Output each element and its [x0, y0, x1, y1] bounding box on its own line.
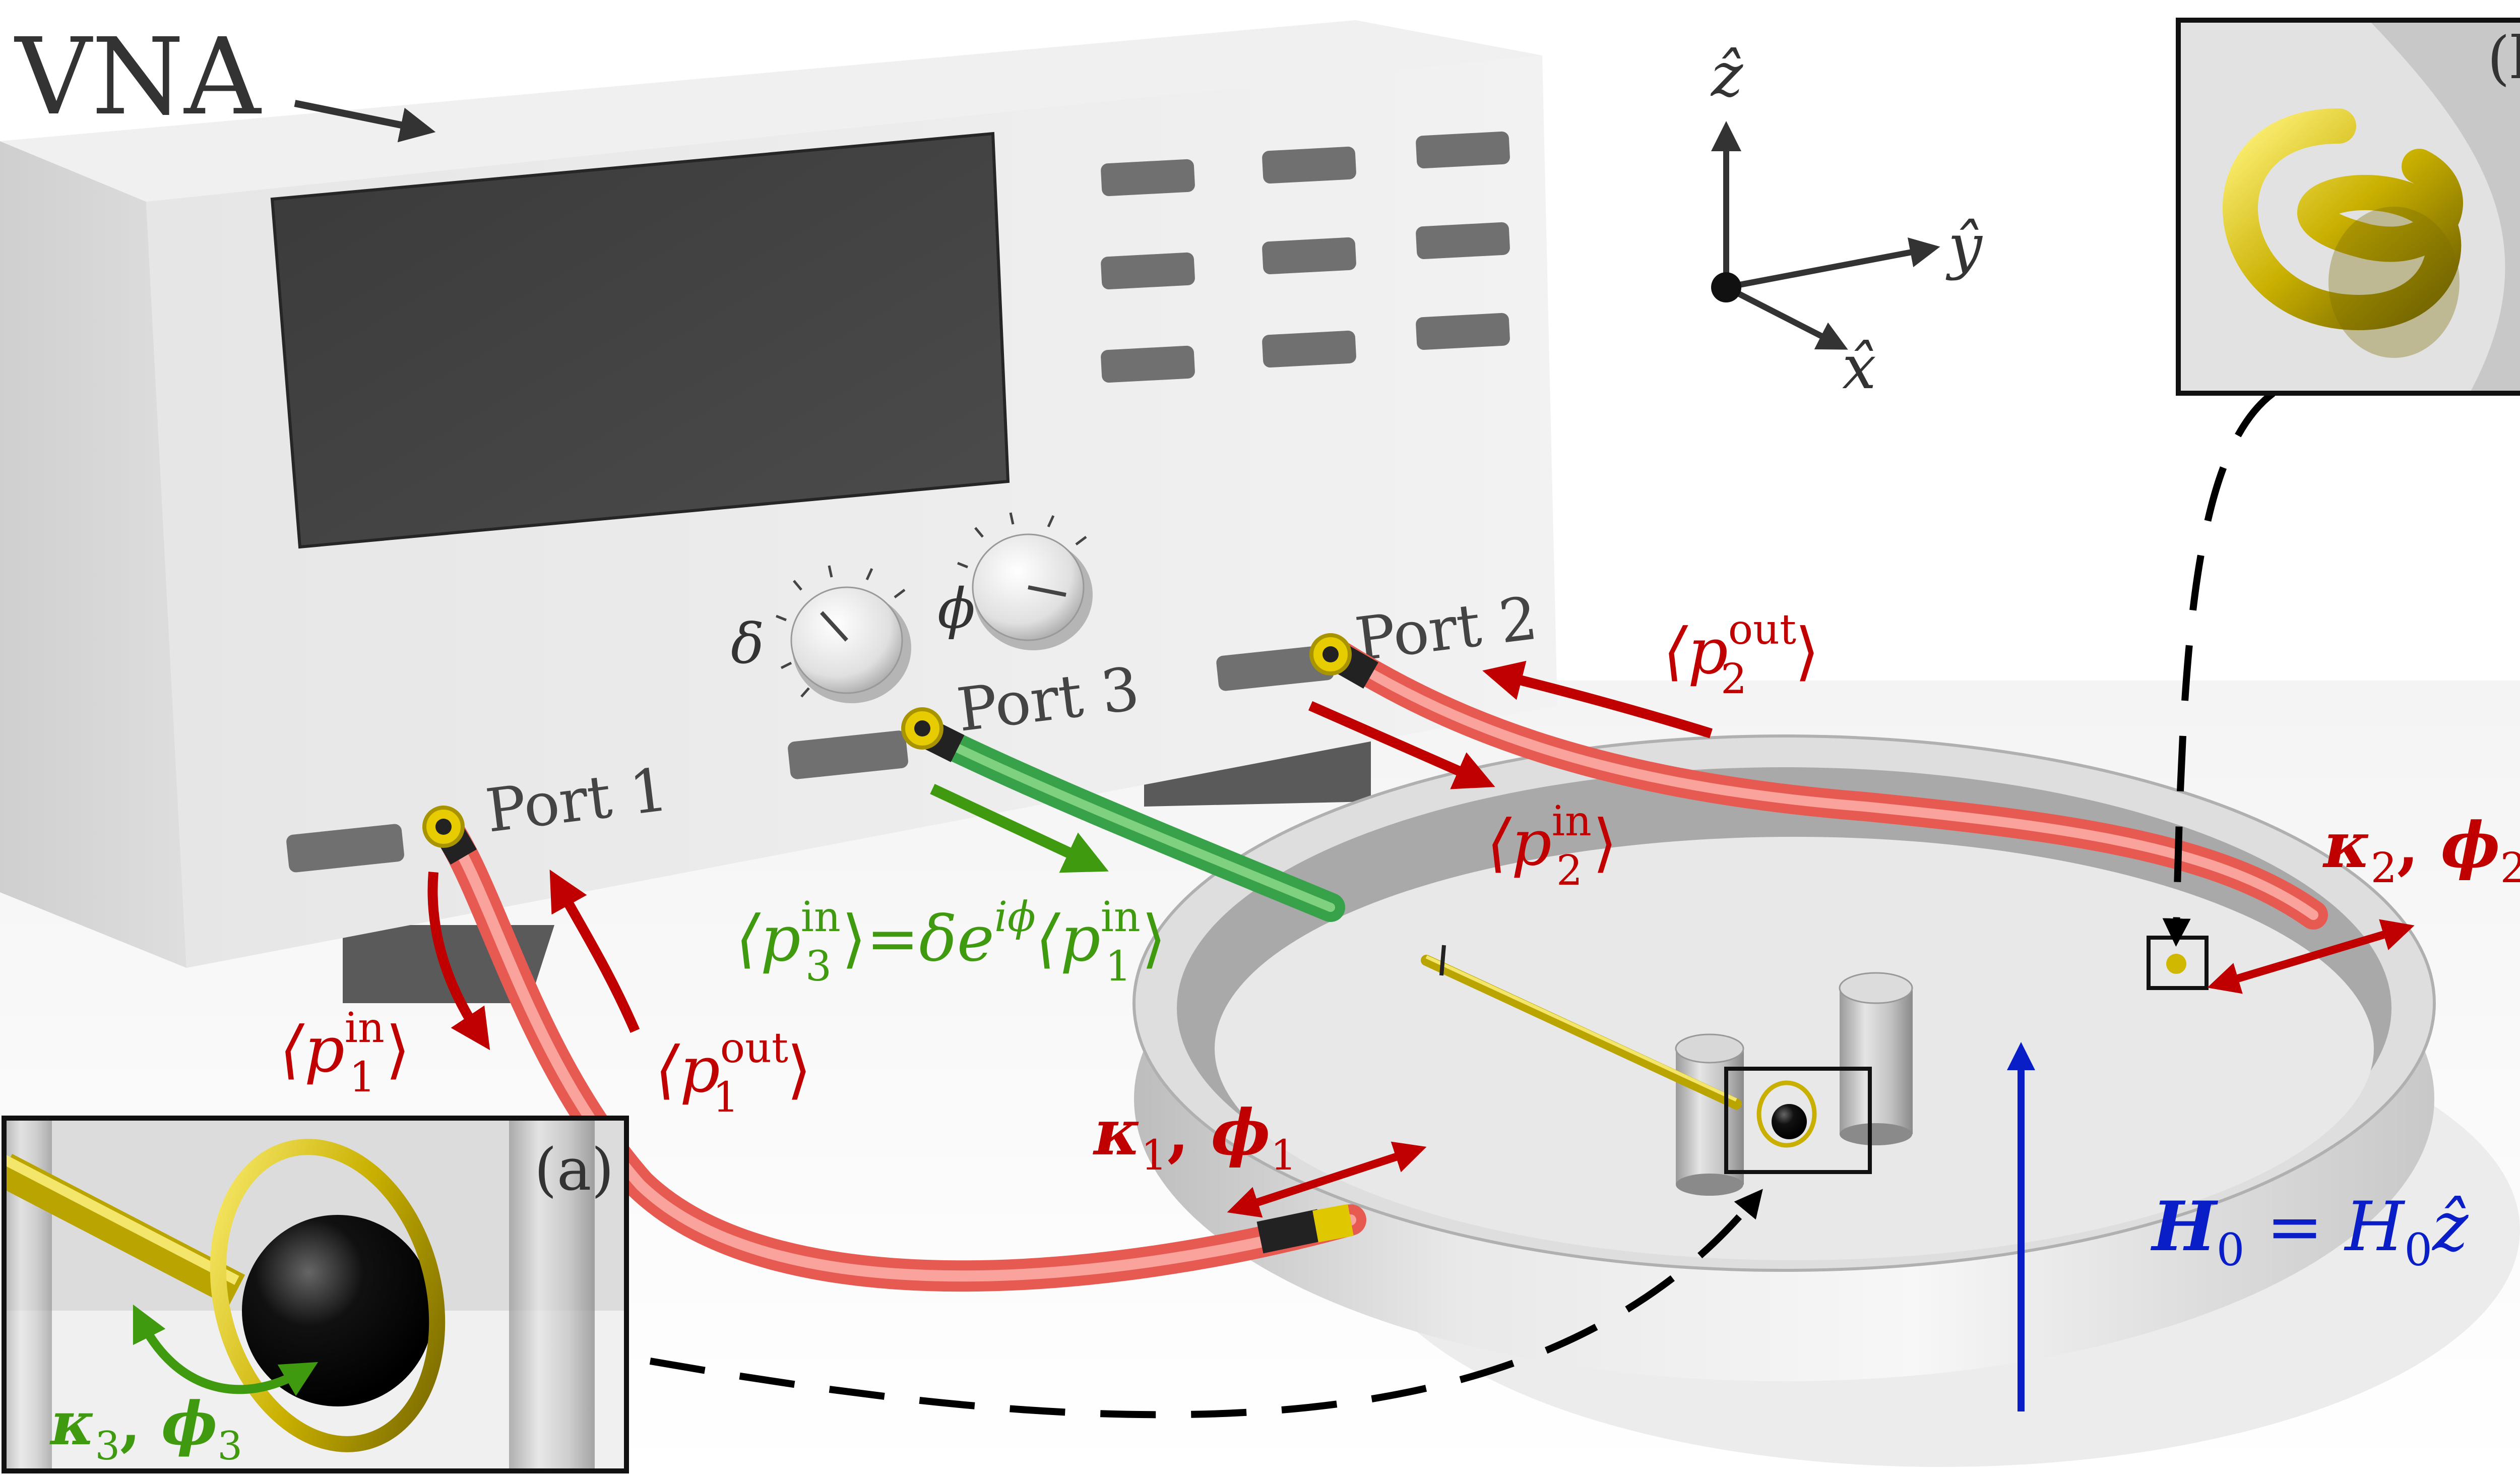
- vna-button[interactable]: [1100, 252, 1195, 290]
- cavity-dish: [1132, 734, 2520, 1467]
- vna-screen: [270, 132, 1010, 549]
- delta-symbol: δ: [731, 611, 764, 676]
- vna-button[interactable]: [1415, 131, 1510, 169]
- cable-port1-connector: [1312, 1204, 1354, 1243]
- vna-button[interactable]: [1262, 237, 1356, 275]
- inset-a-marker: [1724, 1067, 1872, 1174]
- field-label: H0 = H0ẑ: [2150, 1186, 2469, 1276]
- p2-out-arrow: [1482, 660, 1713, 739]
- dielectric-cylinder-left: [1675, 1033, 1744, 1196]
- antenna-rod-highlight: [1425, 955, 1737, 1102]
- rod-joint: [1439, 945, 1446, 976]
- inset-a-rod-highlight: [4, 1155, 239, 1285]
- kappa3-arrow: [133, 1304, 319, 1396]
- vna-button[interactable]: [1262, 330, 1356, 368]
- coordinate-axes: ẑ ŷ x̂: [1710, 40, 1983, 403]
- axes-origin: [1711, 272, 1741, 302]
- cables: [422, 633, 2328, 1292]
- vna-button[interactable]: [1262, 146, 1356, 184]
- inset-a-frame: [2, 1116, 629, 1473]
- p2-in-arrow: [1308, 701, 1495, 789]
- kappa2-arrow: [2207, 919, 2415, 994]
- x-axis: [1725, 284, 1848, 350]
- signal-arrows: [427, 660, 2415, 1411]
- y-axis: [1725, 237, 1940, 290]
- vna-button[interactable]: [1100, 345, 1195, 383]
- port2-connector-core: [1322, 646, 1339, 662]
- inset-b-loop: [2223, 108, 2463, 331]
- p1-out-arrow: [549, 870, 640, 1033]
- inset-b-label: (b): [2487, 25, 2520, 92]
- x-axis-label: x̂: [1842, 333, 1876, 403]
- antenna-rod: [1421, 955, 1742, 1110]
- inset-b-wall: [2369, 20, 2520, 393]
- delta-knob[interactable]: [776, 565, 911, 703]
- vna-instrument: δ ϕ Port 1 Port 3 Port 2 VNA: [0, 15, 1557, 1003]
- inset-b: [2178, 20, 2520, 393]
- port3-slot: [788, 730, 908, 779]
- yig-sphere: [1772, 1104, 1807, 1139]
- inset-a-connector: [649, 1189, 1763, 1419]
- vna-button[interactable]: [1415, 313, 1510, 350]
- port2-antenna: [2166, 954, 2186, 974]
- inset-a-label: (a): [534, 1136, 614, 1204]
- port1-connector-core: [435, 819, 452, 835]
- port3-connector-core: [914, 720, 930, 736]
- kappa1-arrow: [1227, 1141, 1427, 1218]
- inset-a-rod: [4, 1153, 245, 1307]
- vna-button-grid: [1100, 131, 1510, 383]
- loop-antenna: [1756, 1080, 1817, 1148]
- cable-port1-highlight: [440, 821, 1356, 1282]
- phi-symbol: ϕ: [937, 576, 975, 641]
- inset-a: [4, 1118, 626, 1471]
- inset-a-sphere: [242, 1215, 433, 1406]
- kappa1-label: κ1, ϕ1: [1093, 1096, 1297, 1180]
- inset-a-cylinder: [509, 1118, 595, 1471]
- port2-slot: [1216, 645, 1334, 691]
- p1-in-arrow: [427, 872, 490, 1051]
- dielectric-cylinder-right: [1839, 972, 1913, 1145]
- inset-b-frame: [2176, 18, 2520, 396]
- phi-knob[interactable]: [957, 512, 1093, 650]
- vna-button[interactable]: [1100, 159, 1195, 197]
- inset-b-connector: [2162, 390, 2276, 947]
- kappa2-label: κ2, ϕ2: [2322, 809, 2520, 892]
- z-axis-label: ẑ: [1710, 40, 1743, 110]
- vna-button[interactable]: [1415, 222, 1510, 260]
- vna-side: [0, 141, 186, 968]
- port1-slot: [286, 824, 404, 873]
- y-axis-label: ŷ: [1945, 212, 1983, 282]
- kappa3-label: κ3, ϕ3: [49, 1388, 242, 1469]
- cable-port1-end: [1256, 1209, 1324, 1254]
- vna-label: VNA: [14, 15, 262, 139]
- cable-port2-highlight: [1336, 650, 2318, 920]
- vna-label-arrow: [294, 100, 436, 143]
- p3-in-arrow: [930, 784, 1109, 873]
- dish-floor: [1215, 837, 2374, 1260]
- cable-port3-highlight: [918, 726, 1335, 912]
- inset-b-loop-shadow: [2328, 207, 2460, 358]
- vna-top: [0, 20, 1542, 202]
